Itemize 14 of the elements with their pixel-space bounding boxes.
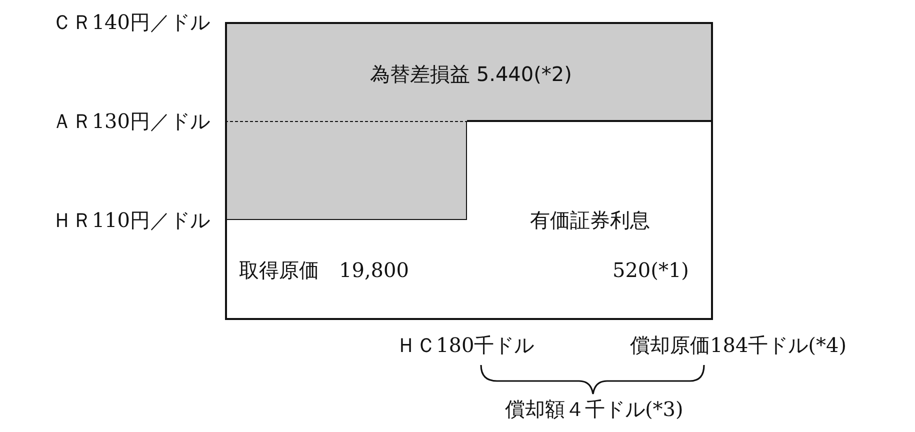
rate-label: ＨＲ110円／ドル [52, 208, 210, 232]
rate-label: ＣＲ140円／ドル [52, 10, 210, 34]
cost-label: 取得原価 19,800 [239, 258, 409, 282]
cost-area [225, 220, 468, 320]
interest-area [467, 120, 713, 320]
cost-dollar-label: ＨＣ180千ドル [396, 333, 534, 357]
shaded-band [225, 22, 713, 121]
rate-label: ＡＲ130円／ドル [52, 109, 210, 133]
interest-heading: 有価証券利息 [530, 208, 650, 232]
interest-amount: 520(*1) [612, 258, 689, 282]
amortization-label: 償却額４千ドル(*3) [505, 397, 684, 421]
amortized-cost-label: 償却原価184千ドル(*4) [630, 333, 847, 357]
shaded-area [225, 121, 468, 221]
gain-loss-label: 為替差損益 5.440(*2) [370, 62, 572, 86]
